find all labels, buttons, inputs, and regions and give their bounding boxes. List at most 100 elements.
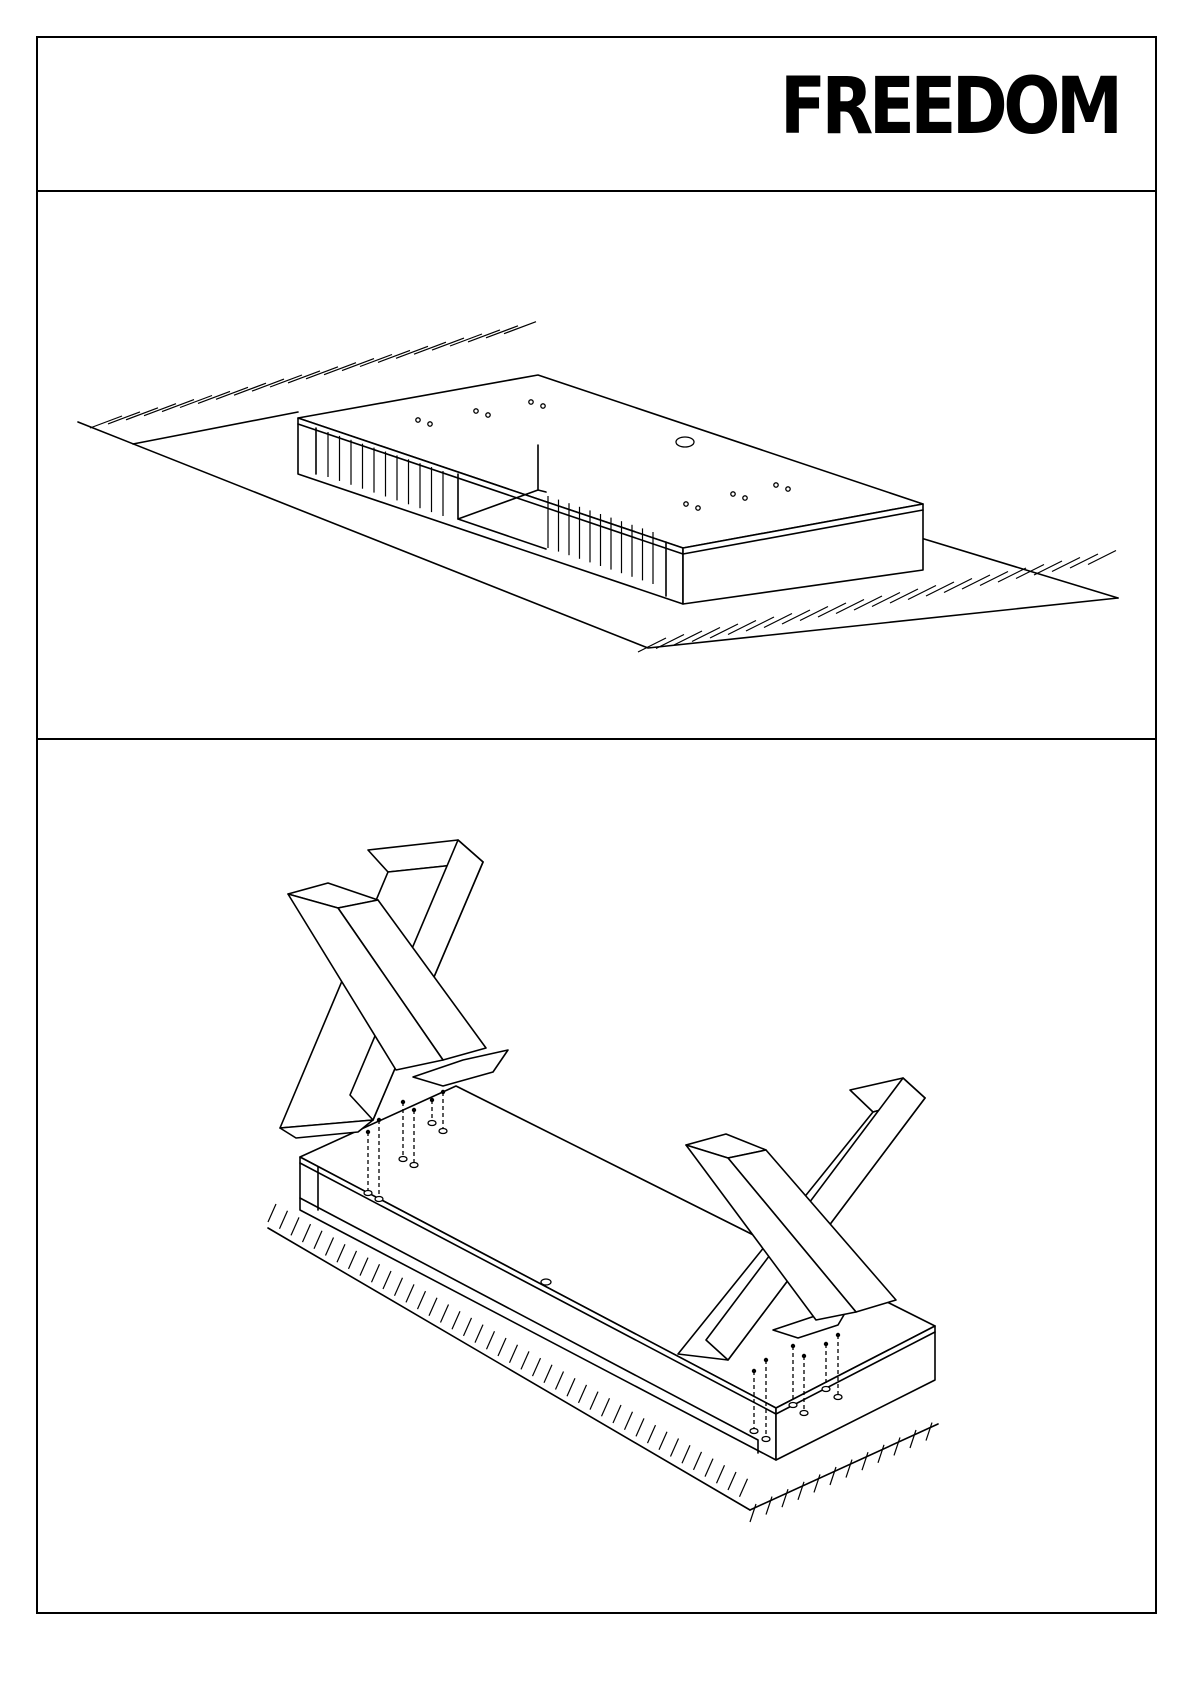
hatch-line — [378, 350, 410, 362]
hatch-line — [682, 1445, 690, 1463]
screw — [791, 1344, 795, 1348]
screw — [441, 1090, 445, 1094]
hatch-line — [750, 1504, 756, 1522]
hatch-line — [126, 408, 158, 420]
hatch-line — [814, 1474, 820, 1492]
screw — [430, 1098, 434, 1102]
screw-hole — [410, 1163, 418, 1168]
screw — [401, 1100, 405, 1104]
hatch-line — [533, 1358, 541, 1376]
hatch-line — [544, 1365, 552, 1383]
screw-hole — [762, 1437, 770, 1442]
hatch-line — [910, 1430, 916, 1448]
screw — [836, 1333, 840, 1337]
hatch-line — [252, 379, 284, 391]
hatch-line — [766, 1497, 772, 1515]
hatch-line — [862, 1452, 868, 1470]
hatch-line — [306, 367, 338, 379]
step-2-panel — [38, 740, 1155, 1612]
hatch-line — [372, 1264, 380, 1282]
hatch-line — [636, 1418, 644, 1436]
hatch-line — [108, 412, 140, 424]
screw — [412, 1108, 416, 1112]
hatch-line — [268, 1204, 276, 1222]
hatch-line — [429, 1298, 437, 1316]
hatch-line — [659, 1432, 667, 1450]
hatch-line — [450, 334, 482, 346]
hatch-line — [671, 1439, 679, 1457]
screw-hole — [439, 1129, 447, 1134]
hatch-line — [602, 1398, 610, 1416]
hatch-line — [728, 1472, 736, 1490]
hatch-line — [475, 1325, 483, 1343]
hatch-line — [894, 1437, 900, 1455]
screw — [366, 1130, 370, 1134]
hatch-line — [705, 1459, 713, 1477]
screw-hole — [750, 1429, 758, 1434]
hatch-line — [798, 1482, 804, 1500]
hatch-line — [452, 1311, 460, 1329]
screw — [824, 1342, 828, 1346]
hatch-line — [590, 1392, 598, 1410]
hatch-line — [625, 1412, 633, 1430]
hatch-line — [360, 1258, 368, 1276]
hatch-line — [926, 1423, 932, 1441]
hatch-line — [567, 1378, 575, 1396]
hatch-line — [717, 1465, 725, 1483]
hatch-line — [878, 1445, 884, 1463]
tabletop — [298, 375, 923, 604]
screw-hole — [364, 1191, 372, 1196]
hatch-line — [349, 1251, 357, 1269]
hatch-line — [234, 383, 266, 395]
hatch-line — [486, 326, 518, 338]
step-1-illustration — [38, 192, 1155, 738]
hatch-line — [521, 1351, 529, 1369]
hatch-line — [418, 1291, 426, 1309]
hatch-line — [324, 363, 356, 375]
hatch-line — [291, 1217, 299, 1235]
hatch-line — [510, 1345, 518, 1363]
screw — [802, 1354, 806, 1358]
hatch-line — [487, 1331, 495, 1349]
hatch-line — [556, 1372, 564, 1390]
instruction-sheet: FREEDOM — [36, 36, 1157, 1614]
hatch-line — [360, 355, 392, 367]
hatch-line — [498, 1338, 506, 1356]
hatch-line — [694, 1452, 702, 1470]
step-2-illustration — [38, 740, 1155, 1610]
hatch-line — [464, 1318, 472, 1336]
hatch-line — [432, 338, 464, 350]
hatch-line — [342, 359, 374, 371]
header-panel: FREEDOM — [38, 38, 1155, 192]
hatch-line — [144, 404, 176, 416]
hatch-line — [782, 1489, 788, 1507]
screw — [764, 1358, 768, 1362]
screw-hole — [800, 1411, 808, 1416]
screw — [377, 1118, 381, 1122]
hatch-line — [406, 1284, 414, 1302]
screw-hole — [375, 1197, 383, 1202]
hatch-line — [280, 1211, 288, 1229]
x-leg-left — [280, 840, 508, 1138]
hatch-line — [383, 1271, 391, 1289]
hatch-line — [162, 400, 194, 412]
hatch-line — [314, 1231, 322, 1249]
hatch-line — [198, 391, 230, 403]
hatch-line — [846, 1460, 852, 1478]
screw — [752, 1369, 756, 1373]
step-1-panel — [38, 192, 1155, 740]
hatch-line — [303, 1224, 311, 1242]
hatch-line — [613, 1405, 621, 1423]
hatch-line — [180, 396, 212, 408]
hatch-line — [270, 375, 302, 387]
hatch-line — [468, 330, 500, 342]
hatch-line — [830, 1467, 836, 1485]
screw-hole — [822, 1387, 830, 1392]
hatch-line — [579, 1385, 587, 1403]
hatch-line — [288, 371, 320, 383]
hatch-line — [414, 342, 446, 354]
hatch-line — [337, 1244, 345, 1262]
hatch-line — [396, 346, 428, 358]
hatch-line — [504, 322, 536, 334]
hatch-line — [441, 1305, 449, 1323]
